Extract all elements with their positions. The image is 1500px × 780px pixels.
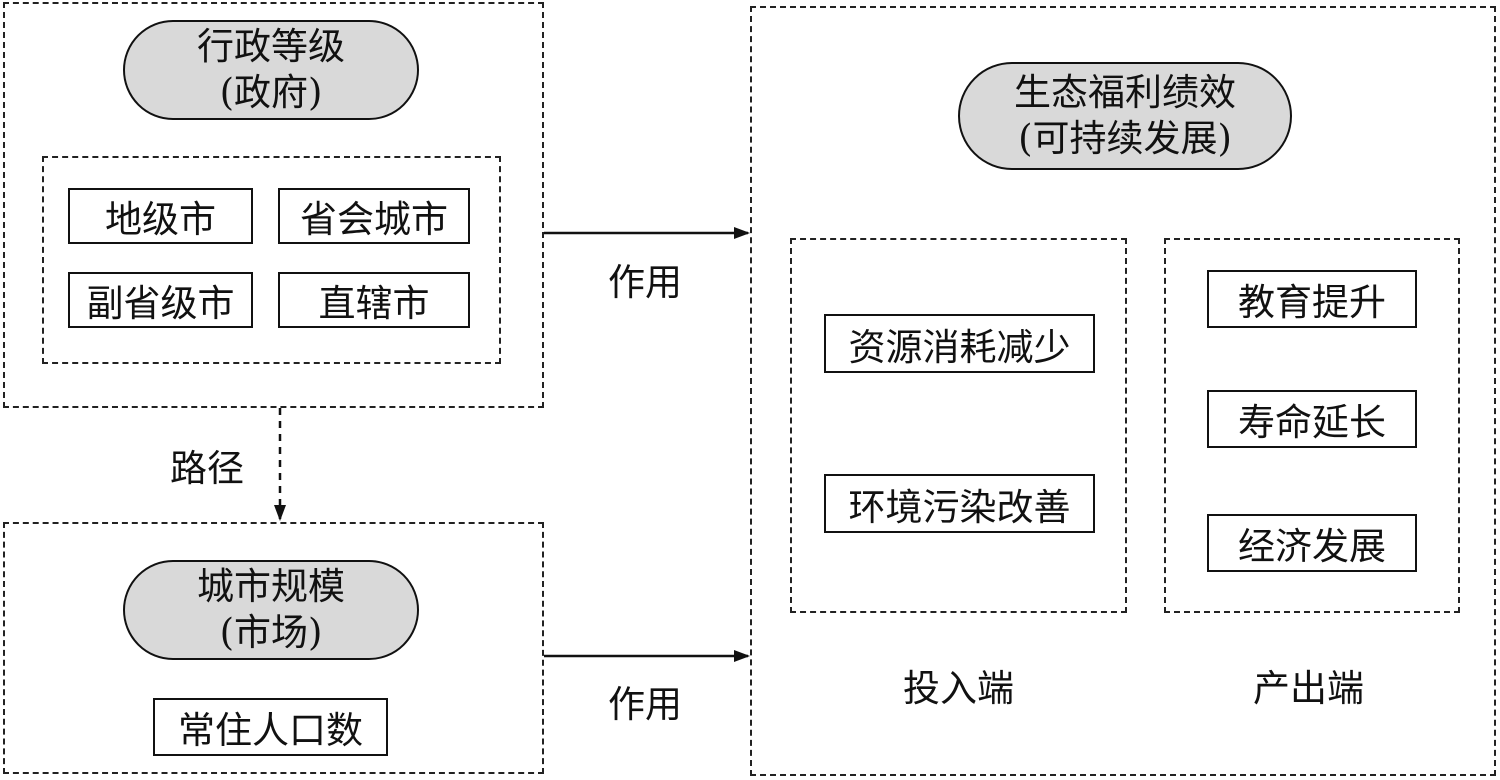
city-scale-title: 城市规模 — [197, 565, 345, 608]
item-economic-development: 经济发展 — [1207, 514, 1417, 572]
eco-welfare-subtitle: (可持续发展) — [1018, 117, 1232, 160]
item-municipality: 直辖市 — [278, 272, 470, 328]
city-scale-node: 城市规模 (市场) — [123, 560, 419, 660]
admin-level-items-group — [42, 156, 501, 364]
admin-level-subtitle: (政府) — [219, 71, 323, 114]
output-side-group — [1164, 238, 1460, 613]
input-side-group — [790, 238, 1127, 613]
eco-welfare-group — [750, 6, 1496, 776]
item-resource-consumption-reduction: 资源消耗减少 — [824, 314, 1095, 373]
item-environmental-pollution-improvement: 环境污染改善 — [824, 474, 1095, 533]
path-label: 路径 — [170, 447, 244, 490]
item-life-extension: 寿命延长 — [1207, 390, 1417, 448]
item-prefecture-city: 地级市 — [68, 188, 253, 244]
item-resident-population: 常住人口数 — [153, 698, 388, 756]
admin-level-group — [3, 2, 544, 408]
city-scale-subtitle: (市场) — [219, 611, 323, 654]
eco-welfare-title: 生态福利绩效 — [1014, 71, 1236, 114]
effect-label-bottom: 作用 — [608, 683, 682, 726]
admin-level-title: 行政等级 — [197, 25, 345, 68]
city-scale-group — [3, 522, 544, 774]
input-side-label: 投入端 — [903, 667, 1014, 710]
item-provincial-capital: 省会城市 — [278, 188, 470, 244]
item-education-improvement: 教育提升 — [1207, 270, 1417, 328]
output-side-label: 产出端 — [1253, 667, 1364, 710]
eco-welfare-node: 生态福利绩效 (可持续发展) — [958, 62, 1292, 170]
admin-level-node: 行政等级 (政府) — [123, 20, 419, 120]
item-sub-provincial-city: 副省级市 — [68, 272, 253, 328]
effect-label-top: 作用 — [608, 261, 682, 304]
